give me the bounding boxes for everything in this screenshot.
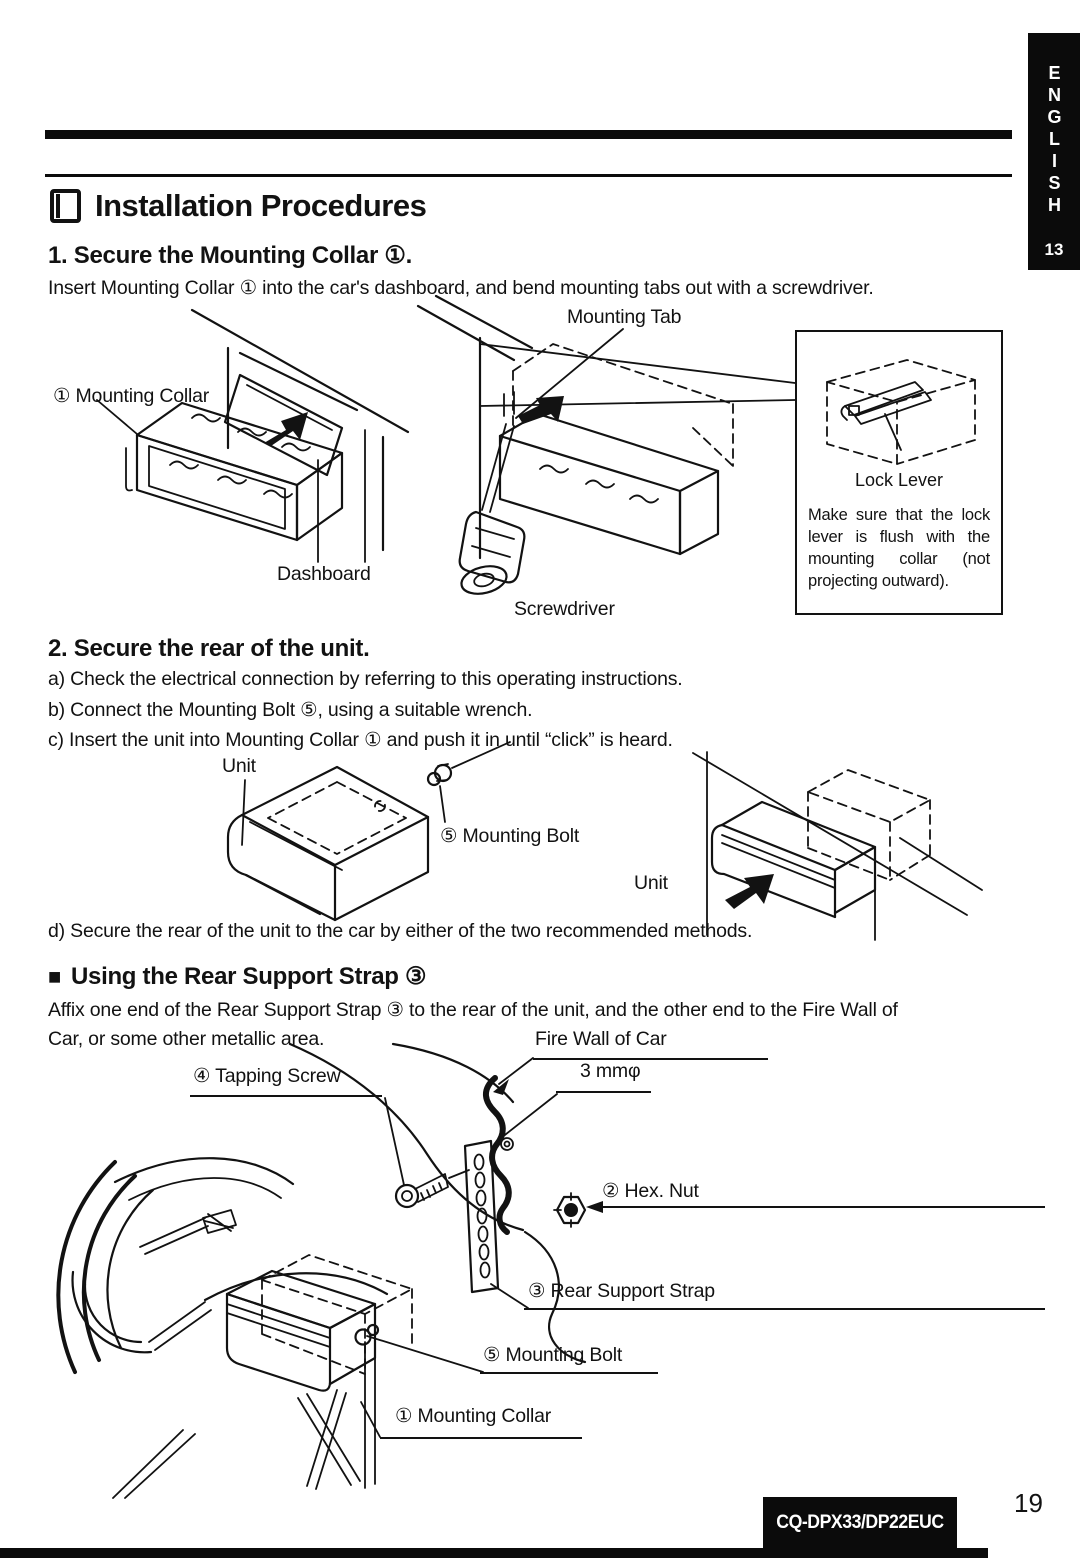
lock-lever-diagram xyxy=(826,359,976,465)
language-tab: ENGLISH 13 xyxy=(1028,33,1080,270)
language-tab-page-ref: 13 xyxy=(1044,240,1064,259)
tapping-screw-leader-line xyxy=(190,1095,382,1098)
section2-item-d: d) Secure the rear of the unit to the ca… xyxy=(48,920,753,942)
mounting-tab-label: Mounting Tab xyxy=(567,306,682,328)
top-thin-rule xyxy=(45,174,1012,177)
section2-heading: 2. Secure the rear of the unit. xyxy=(48,635,370,662)
model-badge: CQ-DPX33/DP22EUC xyxy=(763,1497,957,1549)
hole-diameter-leader-line xyxy=(556,1091,651,1094)
bottom-bar xyxy=(0,1548,988,1558)
black-square-icon: ■ xyxy=(48,963,61,989)
page-title-text: Installation Procedures xyxy=(95,188,427,223)
hole-diameter-label: 3 mmφ xyxy=(580,1060,641,1082)
section1-heading: 1. Secure the Mounting Collar ①. xyxy=(48,242,412,269)
fire-wall-leader-line xyxy=(533,1058,768,1061)
open-box-icon xyxy=(50,189,81,223)
unit-bolt-diagram xyxy=(226,741,511,922)
section3-heading: ■ Using the Rear Support Strap ③ xyxy=(48,962,427,991)
page-number: 19 xyxy=(1014,1488,1043,1518)
section1-body: Insert Mounting Collar ① into the car's … xyxy=(48,277,874,299)
section2-item-b: b) Connect the Mounting Bolt ⑤, using a … xyxy=(48,699,533,721)
language-tab-label: ENGLISH xyxy=(1044,63,1065,217)
hex-nut-label: ② Hex. Nut xyxy=(602,1180,699,1202)
tapping-screw-label: ④ Tapping Screw xyxy=(193,1065,341,1087)
mounting-collar-label: ① Mounting Collar xyxy=(53,385,210,407)
top-thick-rule xyxy=(45,130,1012,139)
collar-dashboard-diagram xyxy=(96,308,410,563)
page-title: Installation Procedures xyxy=(50,188,427,224)
model-badge-text: CQ-DPX33/DP22EUC xyxy=(776,1512,944,1533)
section2-item-c: c) Insert the unit into Mounting Collar … xyxy=(48,729,673,751)
section2-item-a: a) Check the electrical connection by re… xyxy=(48,668,683,690)
screwdriver-label: Screwdriver xyxy=(514,598,615,620)
unit-label-right: Unit xyxy=(634,872,668,894)
section3-body-line2: Car, or some other metallic area. xyxy=(48,1028,325,1050)
rear-support-strap-label: ③ Rear Support Strap xyxy=(528,1280,715,1302)
lock-lever-note: Make sure that the lock lever is flush w… xyxy=(808,506,990,590)
mounting-bolt-strap-label: ⑤ Mounting Bolt xyxy=(483,1344,623,1366)
section3-body-line1: Affix one end of the Rear Support Strap … xyxy=(48,999,898,1021)
lock-lever-label: Lock Lever xyxy=(854,470,944,490)
hex-nut-leader-line xyxy=(600,1206,1045,1209)
unit-slide-diagram xyxy=(692,751,983,941)
mounting-collar-strap-leader-line xyxy=(380,1437,582,1440)
cockpit-install-diagram xyxy=(56,1042,587,1499)
mounting-collar-strap-label: ① Mounting Collar xyxy=(395,1405,552,1427)
lock-lever-note-box: Lock Lever Make sure that the lock lever… xyxy=(795,330,1003,615)
mounting-bolt-strap-leader-line xyxy=(480,1372,658,1375)
section3-heading-text: Using the Rear Support Strap ③ xyxy=(71,963,427,990)
fire-wall-label: Fire Wall of Car xyxy=(535,1028,667,1050)
unit-label-left: Unit xyxy=(222,755,256,777)
hex-nut-arrowhead xyxy=(586,1201,603,1213)
tab-bending-diagram xyxy=(416,294,796,595)
dashboard-label: Dashboard xyxy=(277,563,371,585)
rear-support-strap-leader-line xyxy=(524,1308,1045,1311)
mounting-bolt-label: ⑤ Mounting Bolt xyxy=(440,825,580,847)
